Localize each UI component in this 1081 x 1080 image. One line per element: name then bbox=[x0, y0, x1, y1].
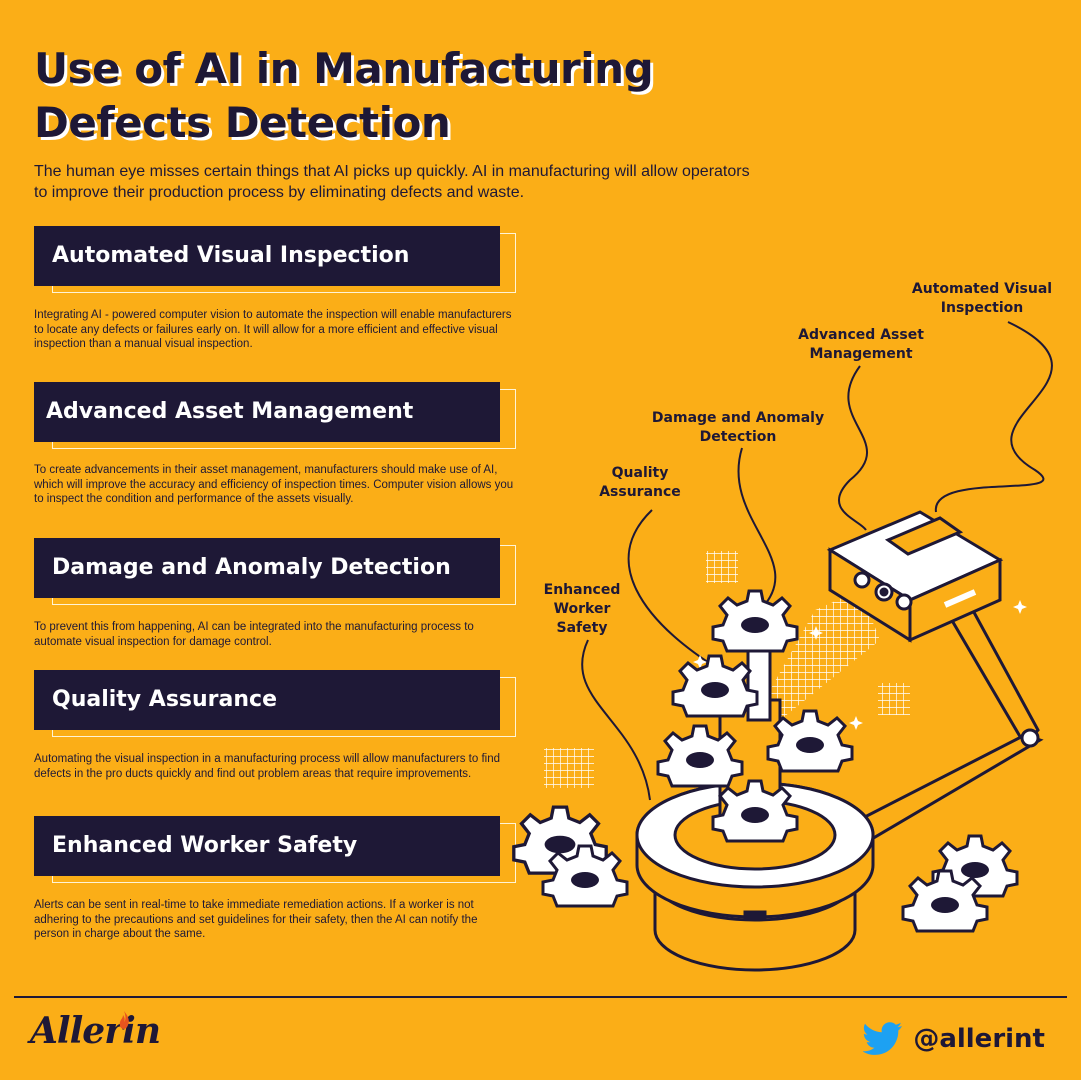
grid-pattern bbox=[878, 683, 910, 715]
page-subtitle: The human eye misses certain things that… bbox=[34, 163, 750, 201]
robot-arm-segment bbox=[852, 733, 1044, 842]
section-heading: Enhanced Worker Safety bbox=[52, 833, 358, 858]
page-title: Use of AI in Manufacturing Defects Detec… bbox=[34, 42, 654, 150]
section-text-damage-anomaly-detection: To prevent this from happening, AI can b… bbox=[34, 621, 474, 648]
section-text-advanced-asset-management: To create advancements in their asset ma… bbox=[34, 464, 514, 505]
gear-icon bbox=[711, 589, 799, 653]
label-enhanced-worker-safety: Enhanced Worker Safety bbox=[543, 582, 621, 636]
label-automated-visual-inspection: Automated Visual Inspection bbox=[911, 281, 1053, 316]
section-heading: Automated Visual Inspection bbox=[52, 243, 410, 268]
label-advanced-asset-management: Advanced Asset Management bbox=[798, 327, 924, 362]
leader-line bbox=[581, 639, 651, 801]
label-damage-anomaly-detection: Damage and Anomaly Detection bbox=[651, 410, 825, 445]
brand-logo: Allerin bbox=[30, 1010, 161, 1052]
gear-icon bbox=[541, 844, 629, 908]
label-quality-assurance: Quality Assurance bbox=[599, 465, 681, 500]
gear-icon bbox=[711, 779, 799, 843]
twitter-bird-icon bbox=[863, 1022, 903, 1055]
section-text-enhanced-worker-safety: Alerts can be sent in real-time to take … bbox=[34, 899, 478, 940]
footer-divider bbox=[14, 996, 1067, 998]
title-line-2: Defects Detection bbox=[34, 98, 451, 147]
sparkle-icon bbox=[809, 626, 823, 640]
leader-line bbox=[627, 509, 721, 671]
machine-illustration bbox=[512, 321, 1053, 972]
camera-head bbox=[826, 510, 1004, 643]
scan-beam bbox=[770, 590, 880, 720]
leader-line bbox=[838, 365, 869, 531]
leader-line bbox=[934, 321, 1053, 513]
section-heading: Damage and Anomaly Detection bbox=[52, 555, 451, 580]
sparkle-icon bbox=[693, 655, 707, 669]
gear-icon bbox=[766, 709, 854, 773]
grid-pattern bbox=[706, 551, 738, 583]
section-header-automated-visual-inspection: Automated Visual Inspection bbox=[34, 226, 516, 293]
section-text-automated-visual-inspection: Integrating AI - powered computer vision… bbox=[34, 309, 512, 350]
gear-icon bbox=[671, 654, 759, 718]
sparkle-icon bbox=[1013, 600, 1027, 614]
sparkle-icon bbox=[849, 716, 863, 730]
flame-icon bbox=[119, 1011, 129, 1029]
section-header-enhanced-worker-safety: Enhanced Worker Safety bbox=[34, 816, 516, 883]
title-line-1: Use of AI in Manufacturing bbox=[34, 44, 654, 93]
gear-icon bbox=[656, 724, 744, 788]
grid-pattern bbox=[544, 748, 594, 788]
section-heading: Quality Assurance bbox=[52, 687, 278, 712]
section-heading: Advanced Asset Management bbox=[46, 399, 414, 424]
gear-icon bbox=[901, 869, 989, 933]
leader-line bbox=[737, 447, 777, 611]
section-header-advanced-asset-management: Advanced Asset Management bbox=[34, 382, 516, 449]
section-header-quality-assurance: Quality Assurance bbox=[34, 670, 516, 737]
section-text-quality-assurance: Automating the visual inspection in a ma… bbox=[34, 753, 500, 780]
twitter-handle[interactable]: @allerint bbox=[863, 1022, 1045, 1056]
twitter-handle-text: @allerint bbox=[913, 1024, 1045, 1054]
